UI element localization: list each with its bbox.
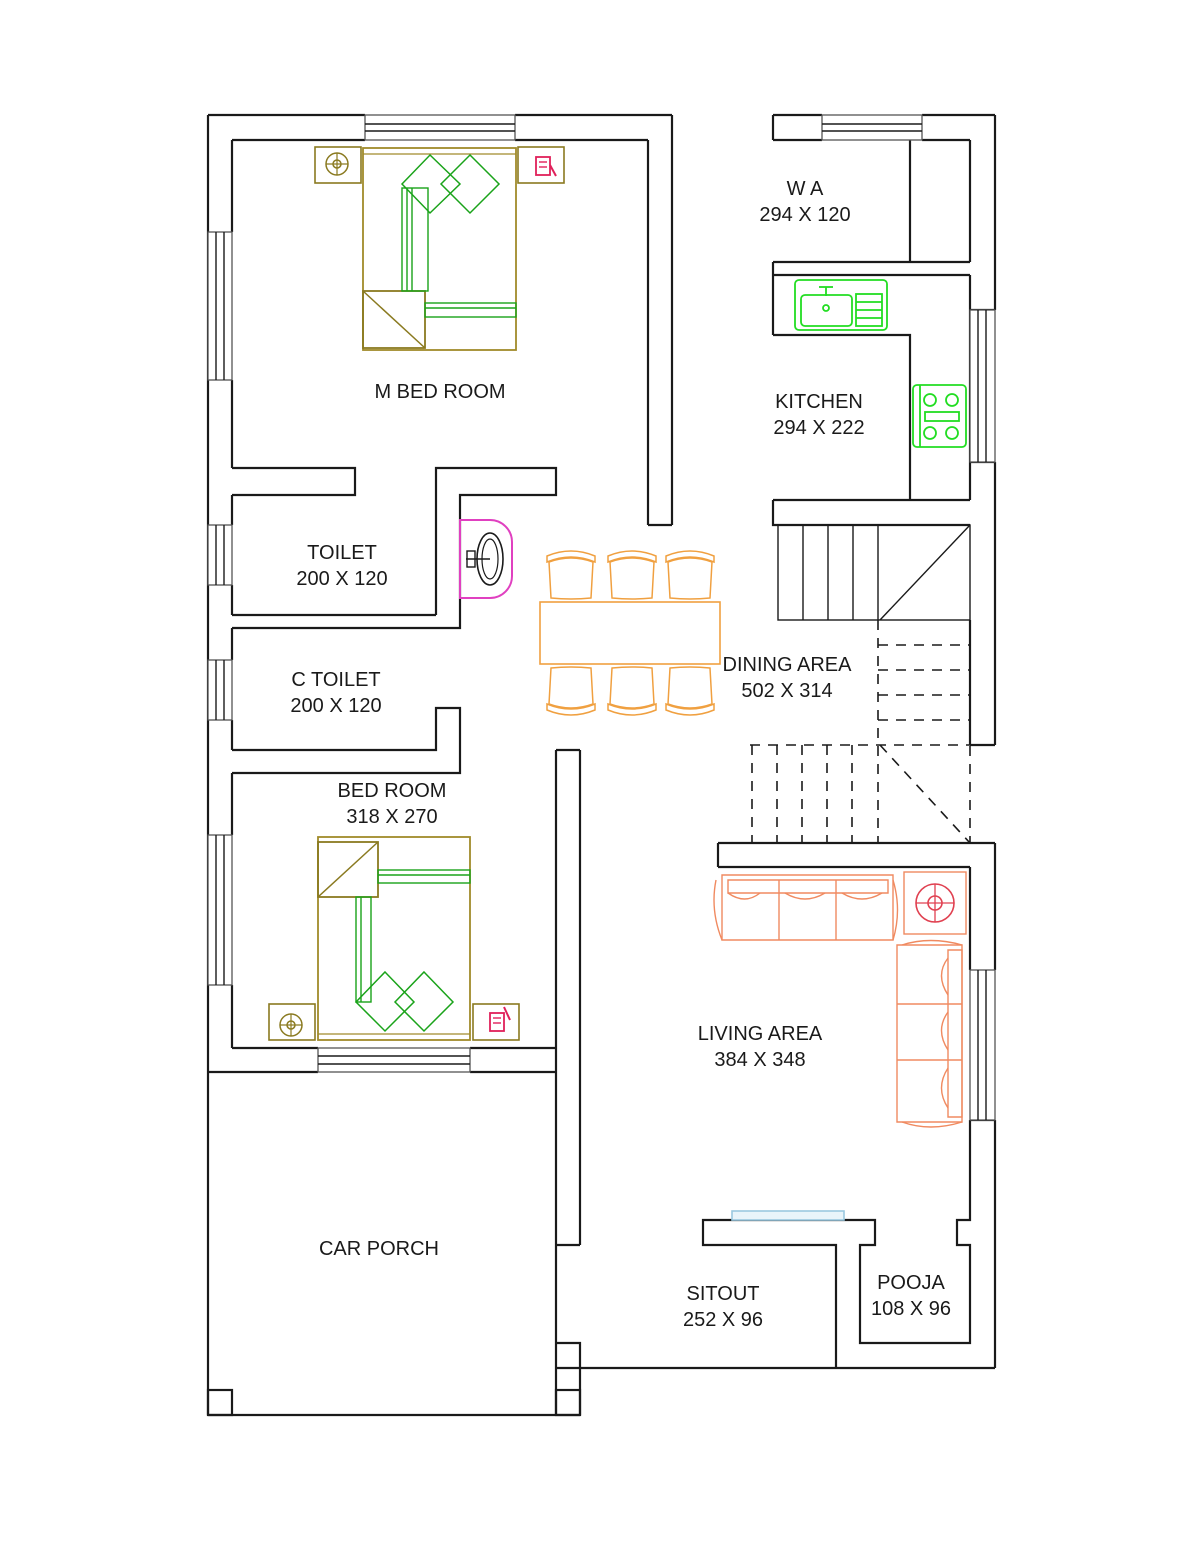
wa-size: 294 X 120 [759,204,851,226]
pooja-shelf [731,1210,845,1221]
sitout-name: SITOUT [686,1283,760,1305]
side-table [903,871,967,935]
staircase [750,524,971,844]
kitchen-stove [912,384,967,448]
c-toilet-label: C TOILET 200 X 120 [276,667,396,719]
wa-label: W A 294 X 120 [745,176,865,228]
sitout-label: SITOUT 252 X 96 [663,1281,783,1333]
c-toilet-name: C TOILET [291,669,381,691]
dining-chairs-top [546,550,715,600]
dining-chair [607,666,657,716]
dining-chair [607,550,657,600]
dining-table [539,601,721,665]
m-bed-room-label: M BED ROOM [360,379,520,405]
sitout-size: 252 X 96 [682,1309,764,1331]
left-block-walls [206,113,674,1417]
toilet-size: 200 X 120 [296,568,388,590]
dining-chair [546,666,596,716]
toilet-name: TOILET [307,542,377,564]
bedroom-nightstand-right [472,1003,520,1041]
dining-chairs-bottom [546,666,715,716]
wash-basin [459,519,513,599]
toilet-label: TOILET 200 X 120 [282,540,402,592]
c-toilet-size: 200 X 120 [290,695,382,717]
pooja-label: POOJA 108 X 96 [861,1270,961,1322]
pooja-name: POOJA [877,1272,945,1294]
wa-name: W A [786,178,824,200]
dining-area-name: DINING AREA [722,654,852,676]
kitchen-size: 294 X 222 [773,417,865,439]
master-nightstand-left [314,146,362,184]
kitchen-name: KITCHEN [775,391,863,413]
master-nightstand-right [517,146,565,184]
living-area-name: LIVING AREA [697,1023,823,1045]
dining-chair [665,666,715,716]
dining-chair [546,550,596,600]
bed-room-label: BED ROOM 318 X 270 [322,778,462,830]
pooja-size: 108 X 96 [870,1298,952,1320]
car-porch-name: CAR PORCH [318,1238,439,1260]
right-block-walls [580,113,997,1370]
m-bed-room-name: M BED ROOM [374,381,506,403]
master-bed [362,147,517,351]
sofa-top [713,874,899,941]
sofa-side [896,939,963,1128]
windows [207,114,996,1121]
dining-chair [665,550,715,600]
kitchen-sink [794,279,888,331]
kitchen-label: KITCHEN 294 X 222 [759,389,879,441]
bed-room-size: 318 X 270 [346,806,438,828]
dining-area-size: 502 X 314 [741,680,833,702]
bed-room-name: BED ROOM [337,780,447,802]
living-area-size: 384 X 348 [714,1049,806,1071]
living-area-label: LIVING AREA 384 X 348 [685,1021,835,1073]
bedroom-nightstand-left [268,1003,316,1041]
dining-area-label: DINING AREA 502 X 314 [712,652,862,704]
bedroom-bed [317,836,471,1041]
car-porch-label: CAR PORCH [304,1236,454,1262]
